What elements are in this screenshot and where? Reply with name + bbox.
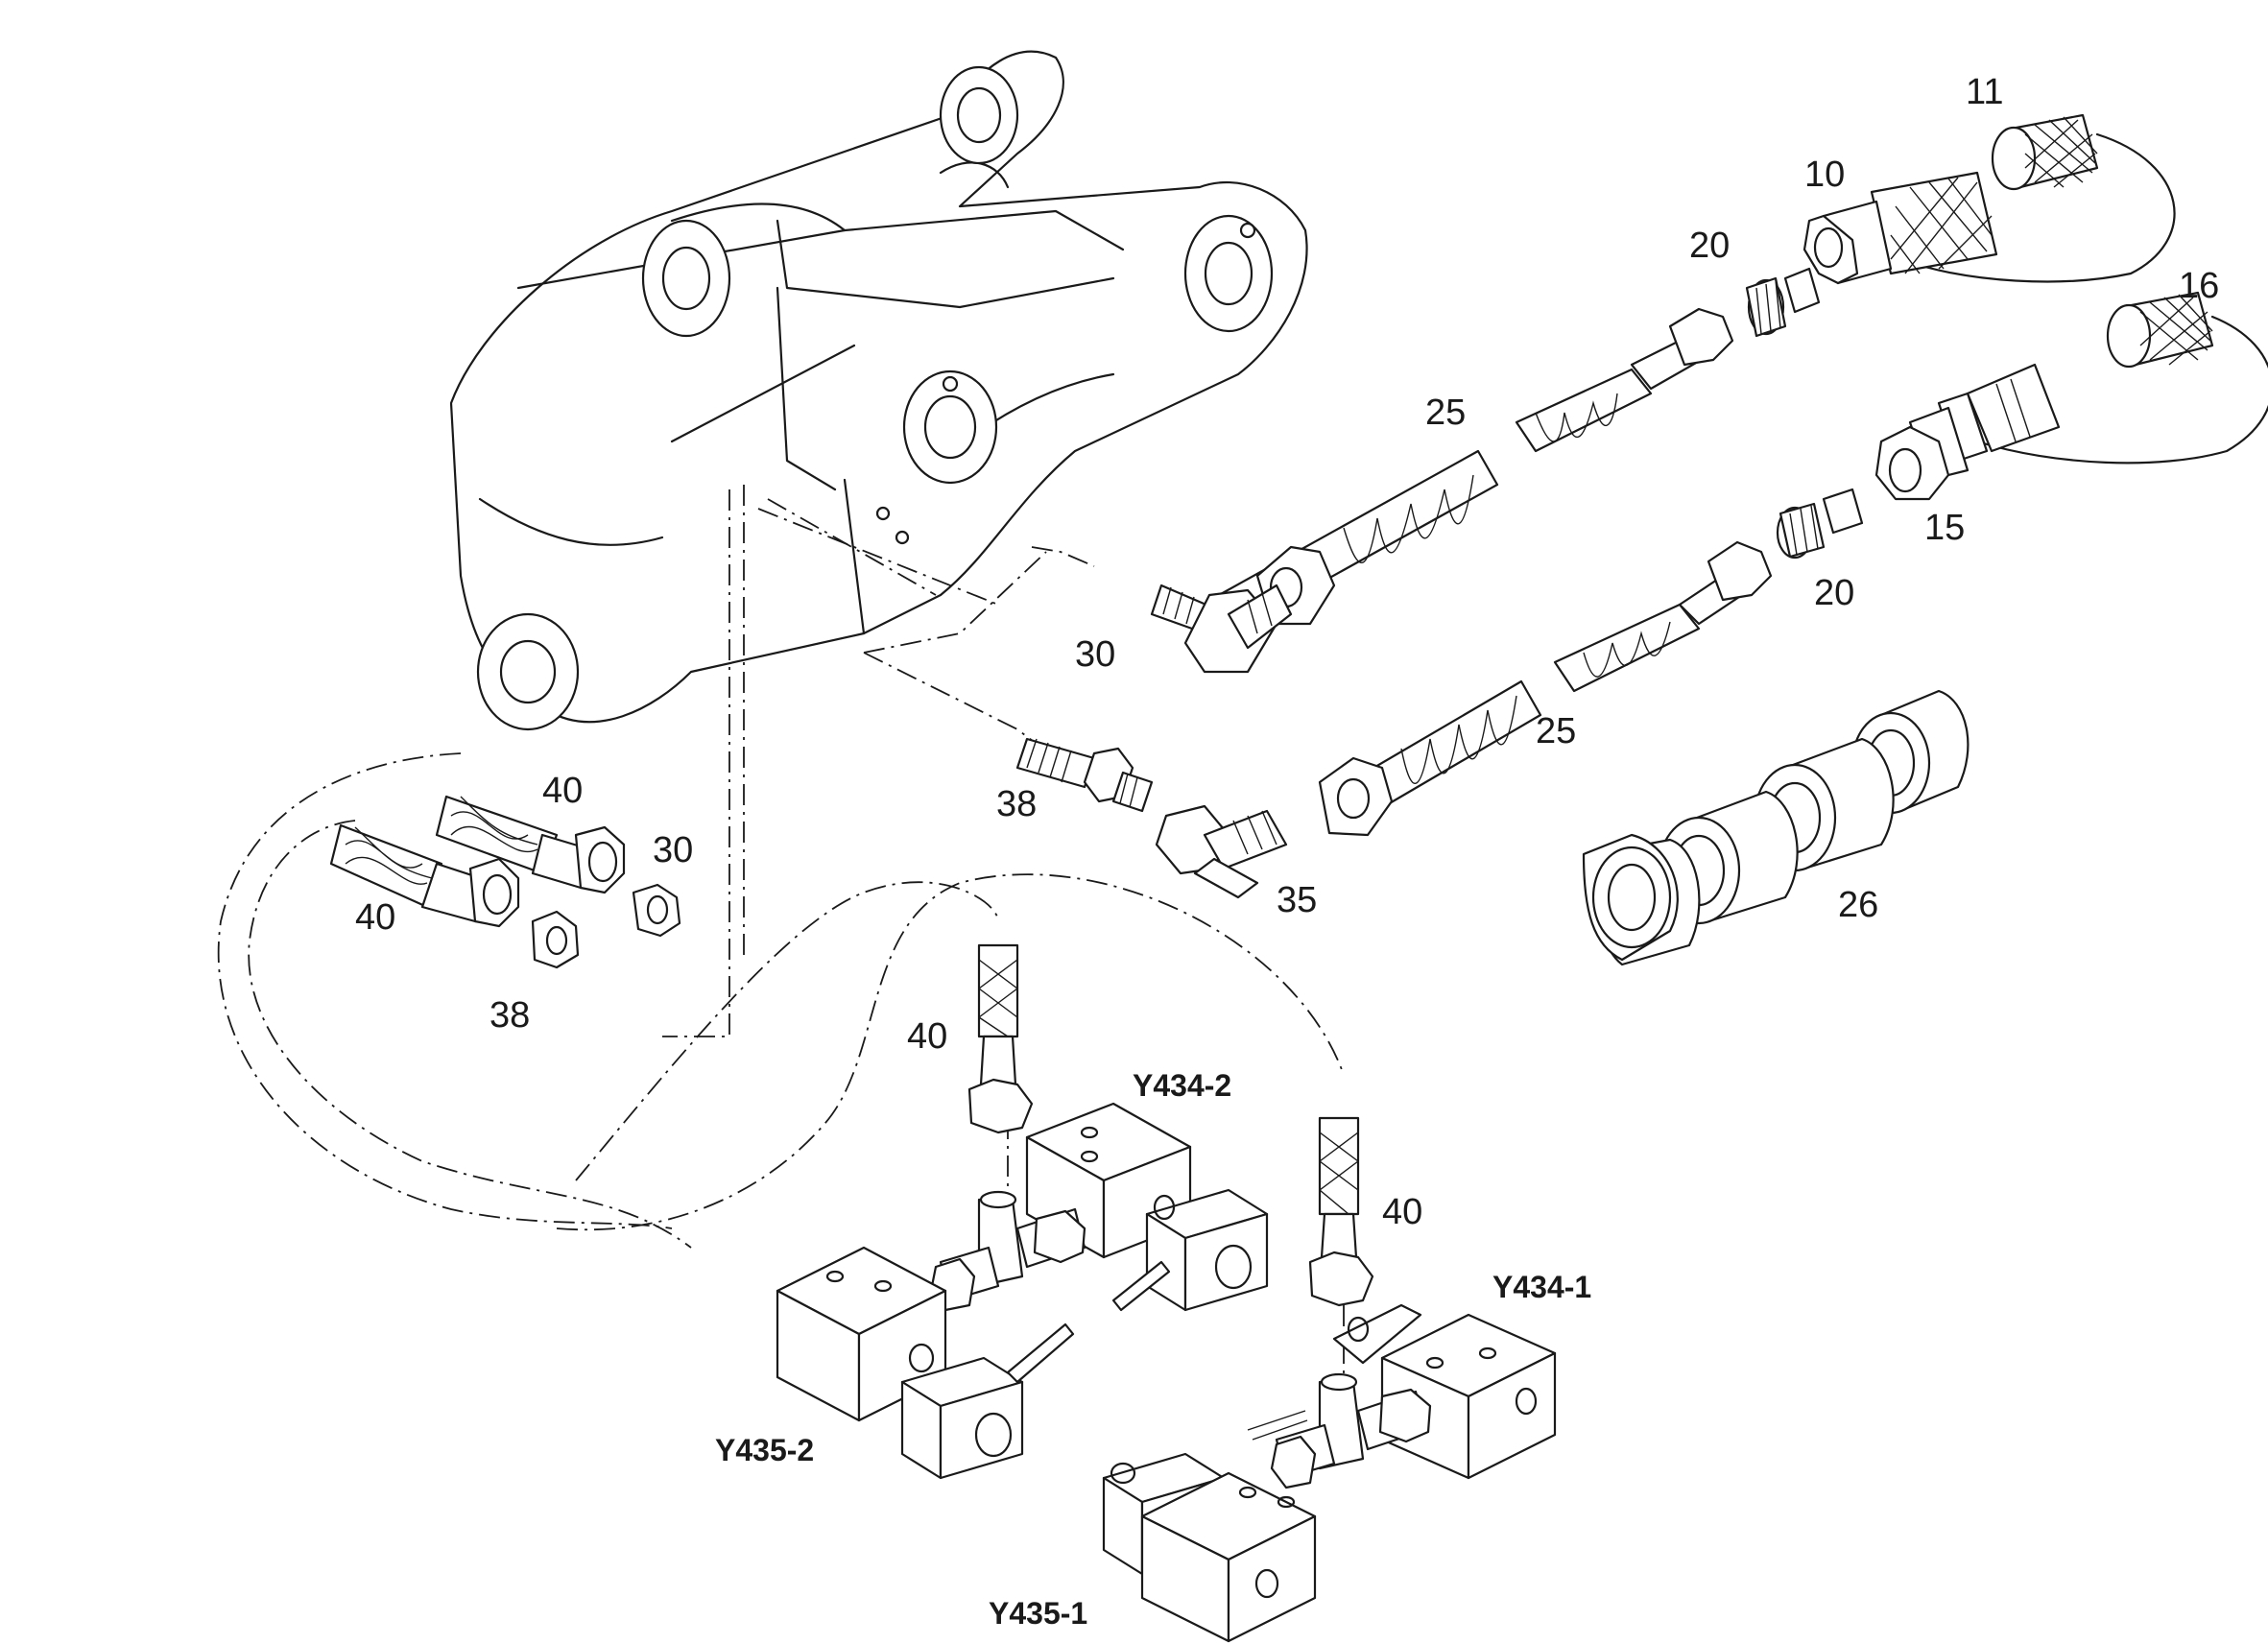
callout-26: 26 [1838, 885, 1878, 925]
lower-hose-assembly [1015, 291, 2268, 899]
callout-25-mid: 25 [1536, 711, 1576, 751]
callout-40-c: 40 [907, 1016, 947, 1057]
upper-hose-assembly [1150, 113, 2176, 674]
hose-40-vertical-b [1308, 1116, 1374, 1307]
callout-11: 11 [1966, 72, 2003, 112]
hose-40-lower [329, 823, 520, 928]
part-number-callouts: 11 10 16 20 25 15 20 30 25 40 30 38 40 3… [355, 72, 2219, 1232]
callout-15: 15 [1924, 508, 1965, 548]
dust-cap-16 [1975, 291, 2268, 465]
elbow-30 [1150, 584, 1293, 674]
assembly-centerlines [217, 485, 1345, 1382]
valve-block-y435-1 [1140, 1471, 1317, 1643]
callout-25-top: 25 [1425, 393, 1466, 433]
coupling-15 [1874, 363, 2061, 501]
callout-38-b: 38 [489, 995, 530, 1036]
left-hoses-and-nuts [329, 795, 681, 969]
callout-30-left: 30 [653, 830, 693, 870]
valve-group-lower [1102, 1116, 1557, 1643]
nipple-38 [1015, 737, 1154, 813]
quick-coupler-body [449, 50, 1308, 731]
dust-cap-11 [1898, 113, 2176, 283]
quick-coupling-10 [1802, 171, 1998, 285]
valve-block-y434-1 [1332, 1303, 1557, 1480]
callout-40-a: 40 [542, 771, 583, 811]
callout-16: 16 [2179, 266, 2219, 306]
hose-25-top [1217, 307, 1734, 631]
callout-35: 35 [1277, 880, 1317, 920]
valve-reference-labels: Y434-2 Y434-1 Y435-2 Y435-1 [715, 1068, 1591, 1631]
hose-25-mid [1318, 540, 1773, 837]
hose-40-upper [435, 795, 626, 894]
nut-30-left [632, 883, 681, 938]
valve-group-upper [776, 943, 1269, 1480]
callout-40-b: 40 [355, 897, 395, 938]
label-y434-2: Y434-2 [1133, 1068, 1231, 1103]
label-y434-1: Y434-1 [1492, 1270, 1591, 1304]
callout-20-top: 20 [1689, 226, 1730, 266]
nut-38-left [531, 910, 580, 969]
callout-30-right: 30 [1075, 634, 1115, 675]
adapter-20-top [1745, 267, 1821, 338]
solenoid-coil-lower-left [900, 1322, 1075, 1480]
callout-20-mid: 20 [1814, 573, 1854, 613]
adapter-20-mid [1776, 488, 1864, 560]
elbow-35 [1155, 804, 1288, 899]
callout-40-d: 40 [1382, 1192, 1422, 1232]
callout-38-a: 38 [996, 784, 1037, 824]
label-y435-1: Y435-1 [989, 1596, 1087, 1631]
solenoid-coil-upper-right [1111, 1188, 1269, 1312]
hose-40-vertical-a [967, 943, 1034, 1134]
tee-fitting-upper [929, 1190, 1086, 1312]
tee-fitting-lower [1247, 1372, 1432, 1489]
label-y435-2: Y435-2 [715, 1433, 814, 1467]
callout-10: 10 [1804, 155, 1845, 195]
bushing-set-26 [1582, 689, 1970, 966]
